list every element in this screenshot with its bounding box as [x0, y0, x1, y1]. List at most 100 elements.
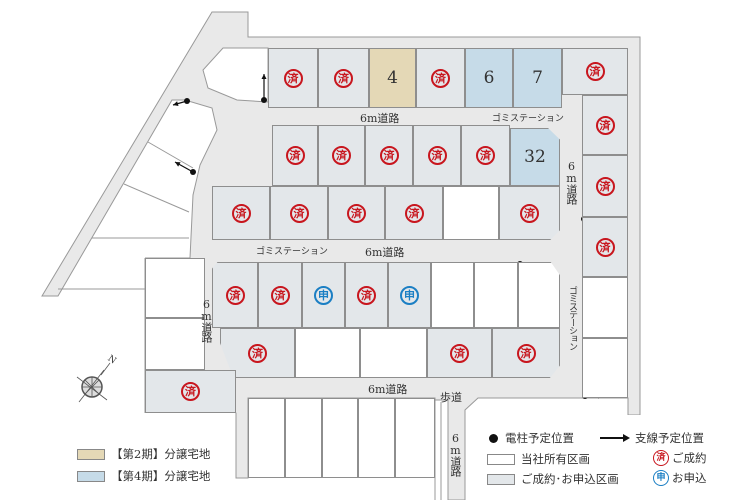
lot-sold[interactable]: 済: [416, 48, 465, 108]
lot-sold[interactable]: 済: [145, 370, 236, 413]
sold-stamp-icon: 済: [585, 62, 605, 81]
applied-stamp-icon: 申: [400, 285, 419, 305]
legend-phase4: 【第4期】分譲宅地: [77, 468, 210, 484]
road-label-vertical: 6m道路: [449, 432, 462, 476]
lot-available[interactable]: [431, 262, 474, 328]
compass: N: [76, 354, 118, 403]
legend-guy-wire: 支線予定位置: [600, 430, 704, 446]
lot-number: 32: [524, 147, 546, 167]
lot-phase4[interactable]: 6: [465, 48, 513, 108]
lot-number: 6: [483, 68, 495, 88]
phase2-swatch: [77, 448, 105, 460]
lot-number: 7: [532, 68, 543, 88]
lot-sold[interactable]: 済: [582, 155, 628, 217]
sold-stamp-icon: 済: [357, 285, 376, 305]
lot-available[interactable]: [358, 398, 395, 478]
lot-available[interactable]: [474, 262, 518, 328]
sidewalk-label: 歩道: [440, 391, 462, 404]
lot-sold[interactable]: 済: [212, 262, 258, 328]
applied-stamp-icon: 申: [314, 285, 333, 305]
lot-available[interactable]: [518, 262, 560, 328]
sold-stamp-icon: 済: [181, 382, 200, 401]
sold-stamp-icon: 済: [332, 146, 351, 165]
sold-stamp-icon: 済: [450, 343, 469, 363]
legend-company-owned: 当社所有区画: [487, 451, 590, 467]
sold-stamp-icon: 済: [270, 285, 290, 305]
legend-applied-label: お申込: [672, 471, 707, 485]
legend-sold-label: ご成約: [672, 451, 707, 465]
lot-available[interactable]: [322, 398, 358, 478]
arrowhead-icon: [175, 162, 181, 167]
legend-phase2-label: 【第2期】分譲宅地: [111, 447, 211, 461]
sold-stamp-icon: 済: [595, 237, 615, 257]
compass-north-label: N: [105, 354, 117, 367]
sold-stamp-icon: 済: [347, 203, 366, 223]
lot-available[interactable]: [145, 258, 205, 318]
lot-sold[interactable]: 済: [499, 186, 560, 240]
arrow-right-icon: [600, 434, 630, 442]
lot-phase4[interactable]: 7: [513, 48, 562, 108]
road-label-vertical: 6m道路: [200, 298, 213, 342]
lot-sold[interactable]: 済: [582, 95, 628, 155]
lot-sold[interactable]: 済: [270, 186, 328, 240]
sold-stamp-icon: 済: [476, 146, 495, 165]
lot-sold[interactable]: 済: [212, 186, 270, 240]
sold-stamp-icon: 済: [283, 68, 303, 88]
lot-available[interactable]: [295, 328, 360, 378]
sold-stamp-icon: 済: [334, 68, 353, 88]
lot-applied[interactable]: 申: [388, 262, 431, 328]
lot-applied[interactable]: 申: [302, 262, 345, 328]
lot-available[interactable]: [285, 398, 322, 478]
sold-stamp-icon: 済: [427, 146, 447, 165]
arrowhead-icon: [173, 101, 179, 107]
legend-pole: 電柱予定位置: [489, 430, 574, 446]
legend-phase2: 【第2期】分譲宅地: [77, 446, 210, 462]
lot-sold[interactable]: 済: [427, 328, 492, 378]
sold-stamp-icon: 済: [520, 203, 539, 223]
lot-sold[interactable]: 済: [461, 125, 510, 186]
lot-sold[interactable]: 済: [272, 125, 318, 186]
legend-pole-label: 電柱予定位置: [505, 431, 574, 445]
lot-available[interactable]: [582, 338, 628, 398]
lot-sold[interactable]: 済: [268, 48, 318, 108]
lot-sold[interactable]: 済: [365, 125, 413, 186]
lot-sold[interactable]: 済: [345, 262, 388, 328]
lot-sold[interactable]: 済: [385, 186, 443, 240]
lot-available[interactable]: [582, 277, 628, 338]
company-owned-swatch: [487, 453, 515, 465]
lot-available[interactable]: [443, 186, 499, 240]
lot-available[interactable]: [395, 398, 435, 478]
lot-sold[interactable]: 済: [328, 186, 385, 240]
sold-stamp-icon: 済: [404, 203, 424, 223]
garbage-station-label: ゴミステーション: [567, 286, 577, 350]
legend-company-owned-label: 当社所有区画: [521, 452, 590, 466]
lot-sold[interactable]: 済: [318, 125, 365, 186]
lot-sold[interactable]: 済: [562, 48, 628, 95]
legend-contracted-label: ご成約･お申込区画: [521, 472, 619, 486]
legend-contracted: ご成約･お申込区画: [487, 471, 619, 487]
phase4-swatch: [77, 470, 105, 482]
lot-sold[interactable]: 済: [220, 328, 295, 378]
legend-applied: 申 お申込: [653, 470, 707, 486]
sold-stamp-icon: 済: [595, 115, 615, 135]
lot-available[interactable]: [360, 328, 427, 378]
lot-sold[interactable]: 済: [318, 48, 369, 108]
sold-stamp-icon: 済: [431, 68, 450, 88]
applied-stamp-icon: 申: [653, 470, 669, 486]
lot-phase4[interactable]: 32: [510, 128, 560, 186]
lot-available[interactable]: [145, 318, 205, 370]
lot-sold[interactable]: 済: [413, 125, 461, 186]
lot-sold[interactable]: 済: [492, 328, 560, 378]
sold-stamp-icon: 済: [248, 343, 267, 363]
lot-available[interactable]: [248, 398, 285, 478]
sold-stamp-icon: 済: [225, 285, 245, 305]
lot-sold[interactable]: 済: [582, 217, 628, 277]
road-label: 6m道路: [365, 246, 405, 259]
legend-sold: 済 ご成約: [653, 450, 707, 466]
garbage-station-label: ゴミステーション: [492, 114, 564, 124]
lot-phase2[interactable]: 4: [369, 48, 416, 108]
sold-stamp-icon: 済: [653, 450, 669, 466]
road-label: 6m道路: [368, 383, 408, 396]
lot-sold[interactable]: 済: [258, 262, 302, 328]
pole-dot-icon: [489, 433, 498, 443]
